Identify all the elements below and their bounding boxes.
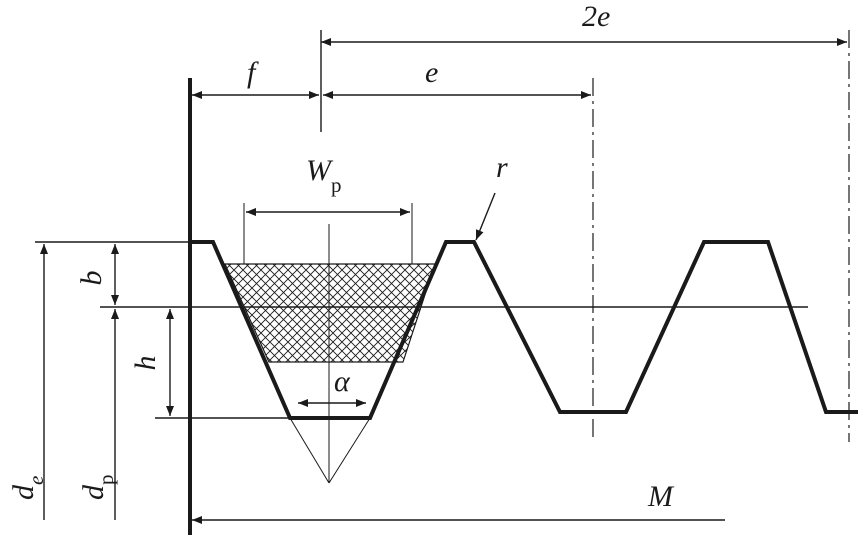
label-b: b [75,271,108,286]
thread-profile [190,240,858,420]
label-alpha: α [334,365,351,398]
flank-extension-left [289,417,330,484]
label-r: r [496,151,508,184]
label-dp: dp [77,475,118,501]
label-wp: Wp [306,154,342,197]
r-leader [475,192,496,241]
label-de: de [7,476,48,500]
label-f: f [247,56,259,89]
label-M: M [647,480,675,513]
hatched-region [224,263,436,363]
label-h: h [129,356,162,371]
label-e: e [425,56,438,89]
label-2e: 2e [582,0,610,33]
flank-extension-right [328,417,371,484]
